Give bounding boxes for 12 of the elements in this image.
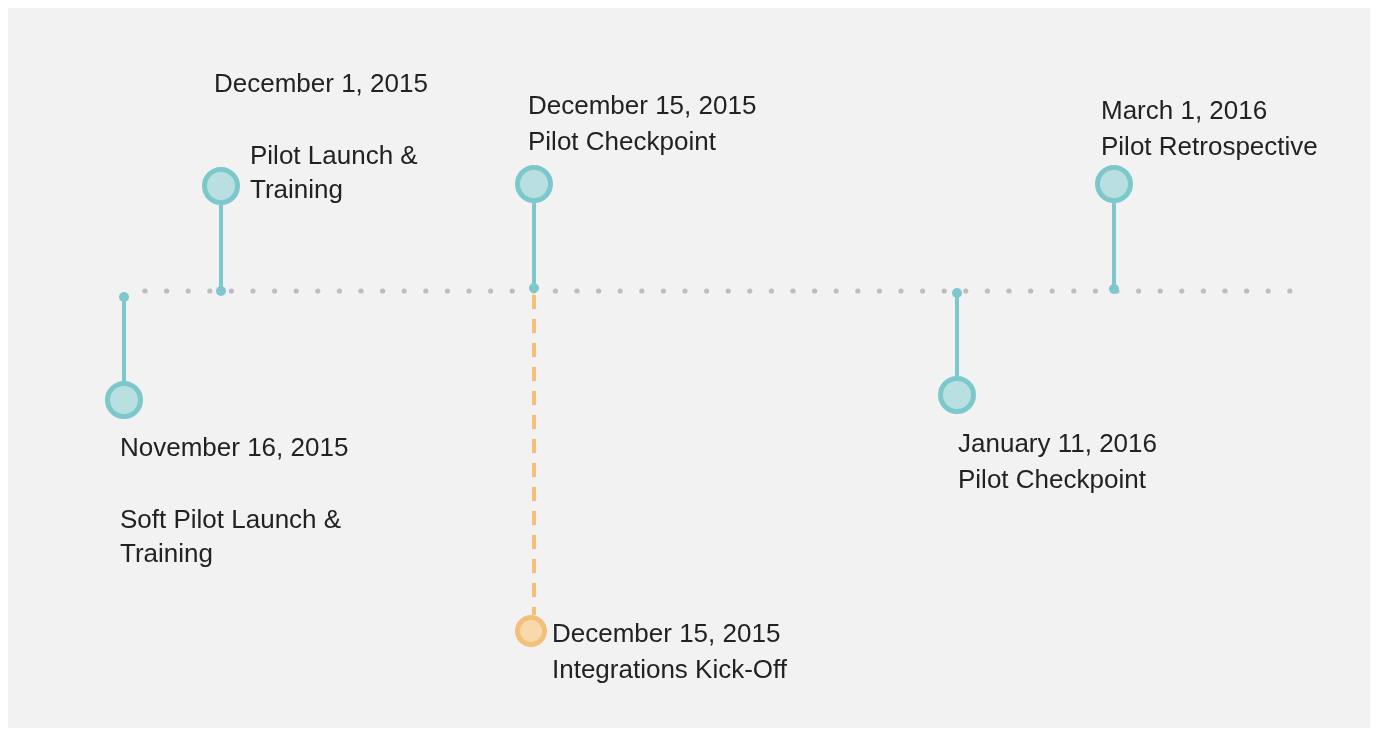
milestone-date: December 15, 2015 xyxy=(552,617,782,650)
milestone-date: December 1, 2015 xyxy=(214,67,429,100)
milestone-label: Soft Pilot Launch & Training xyxy=(120,503,343,570)
milestone-label: Integrations Kick-Off xyxy=(552,653,789,686)
milestone-label: Pilot Checkpoint xyxy=(528,125,717,158)
milestone-label: Pilot Launch & Training xyxy=(250,139,419,206)
milestone-date: November 16, 2015 xyxy=(120,431,350,464)
milestone-label: Pilot Checkpoint xyxy=(958,463,1147,496)
milestone-date: December 15, 2015 xyxy=(528,89,758,122)
milestone-date: January 11, 2016 xyxy=(958,427,1158,460)
milestone-date: March 1, 2016 xyxy=(1101,94,1269,127)
milestone-label: Pilot Retrospective xyxy=(1101,130,1319,163)
